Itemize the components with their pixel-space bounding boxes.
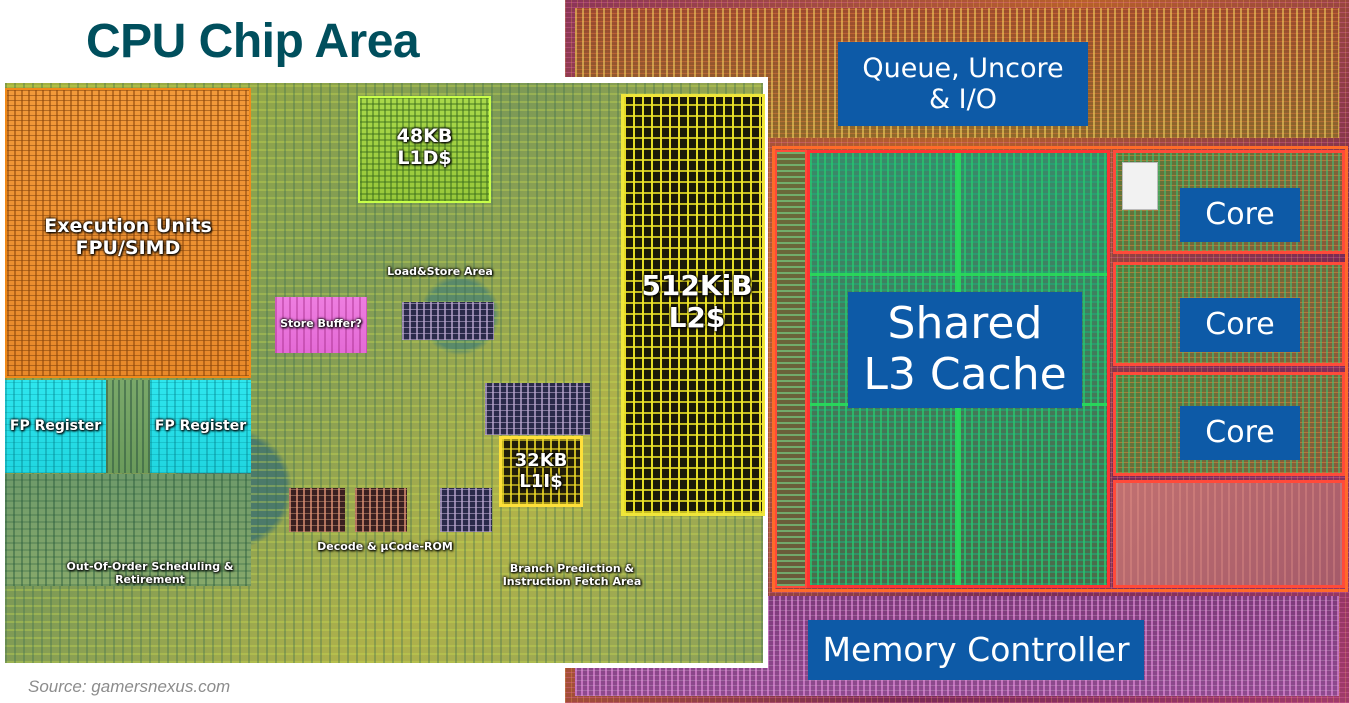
fp-register-label-right: FP Register xyxy=(154,418,247,434)
source-credit: Source: gamersnexus.com xyxy=(28,677,231,696)
execution-units-region xyxy=(5,88,251,378)
decode-label: Decode & µCode-ROM xyxy=(317,540,453,553)
out-of-order-label: Out-Of-Order Scheduling & Retirement xyxy=(66,560,234,586)
queue-uncore-label: Queue, Uncore & I/O xyxy=(838,42,1088,126)
fp-register-gap xyxy=(106,380,150,473)
l1i-cache-region xyxy=(499,436,583,507)
fp-register-region-right xyxy=(150,380,251,473)
shared-l3-label: Shared L3 Cache xyxy=(848,292,1082,408)
side-strip-region xyxy=(775,150,807,588)
branch-prediction-label: Branch Prediction & Instruction Fetch Ar… xyxy=(502,562,642,588)
decode-block xyxy=(440,488,492,532)
fp-register-label-left: FP Register xyxy=(9,418,102,434)
l1i-label: 32KB L1I$ xyxy=(514,450,568,492)
core-label-1: Core xyxy=(1180,188,1300,242)
logic-block xyxy=(402,302,494,340)
white-marker xyxy=(1122,162,1158,210)
store-buffer-label: Store Buffer? xyxy=(280,317,362,330)
l2-label: 512KiB L2$ xyxy=(641,269,753,335)
decode-block xyxy=(355,488,407,532)
load-store-label: Load&Store Area xyxy=(387,265,493,278)
out-of-order-region xyxy=(5,474,251,586)
l1d-cache-region xyxy=(358,96,491,203)
execution-units-label: Execution Units FPU/SIMD xyxy=(44,215,212,259)
fp-register-region-left xyxy=(5,380,106,473)
store-buffer-region xyxy=(275,297,367,353)
memory-controller-label: Memory Controller xyxy=(808,620,1144,680)
l2-cache-region xyxy=(621,94,765,516)
core-region-4 xyxy=(1113,480,1345,588)
core-label-3: Core xyxy=(1180,406,1300,460)
logic-block xyxy=(485,383,590,435)
decode-block xyxy=(289,488,345,532)
l1d-label: 48KB L1D$ xyxy=(396,125,453,169)
page-title: CPU Chip Area xyxy=(86,15,420,68)
core-label-2: Core xyxy=(1180,298,1300,352)
